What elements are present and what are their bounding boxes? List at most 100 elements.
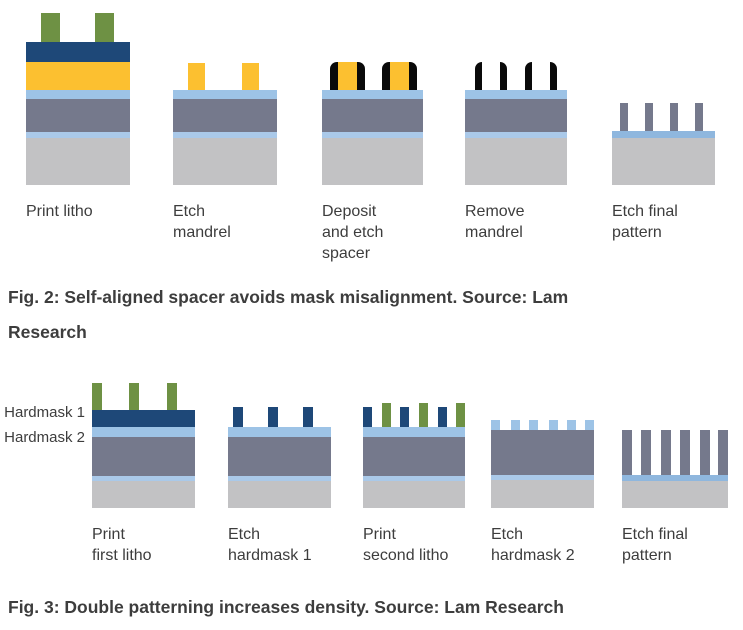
photoresist-pillar	[382, 403, 391, 427]
hardmask2-tooth	[511, 420, 520, 430]
step-label-line: Print litho	[26, 203, 93, 220]
hardmask1-pillar	[303, 407, 313, 427]
pattern-fin	[695, 103, 703, 131]
step-label: Remove mandrel	[465, 201, 567, 243]
stack-remove-mandrel	[465, 62, 567, 185]
hardmask1-layer	[92, 410, 195, 427]
hardmask2-layer	[92, 427, 195, 437]
figure-2-section: Print litho	[0, 12, 743, 350]
stack-etch-final-pattern	[612, 103, 715, 185]
stack-area	[612, 12, 715, 185]
hardmask1-pillars	[228, 407, 331, 427]
hardmask1-pillar	[438, 407, 447, 427]
stack-print-first-litho	[92, 383, 195, 508]
step-label-line: mandrel	[173, 224, 231, 241]
step-label-line: Print	[363, 526, 396, 543]
mandrel-pillar	[188, 63, 205, 90]
stack-deposit-etch-spacer	[322, 62, 423, 185]
step-label: Etch hardmask 1	[228, 524, 331, 566]
hardmask-layer	[26, 42, 130, 62]
substrate-layer	[465, 138, 567, 185]
hardmask2-tooth	[585, 420, 594, 430]
fig3-process-row: Hardmask 1 Hardmask 2	[0, 383, 743, 566]
hardmask1-label: Hardmask 1	[4, 404, 85, 421]
step-label-line: Etch	[228, 526, 261, 543]
spacer-wrapped-mandrels	[322, 62, 423, 90]
stack-area	[491, 383, 594, 508]
photoresist-pillar	[95, 13, 114, 42]
pattern-fin	[700, 430, 710, 475]
step-label-line: Remove	[465, 203, 525, 220]
mandrel-pillar	[338, 62, 357, 90]
pattern-fin	[670, 103, 678, 131]
spacer-left	[330, 62, 338, 90]
hardmask2-tooth	[549, 420, 558, 430]
hardmask2-teeth	[491, 420, 594, 430]
fig3-caption: Fig. 3: Double patterning increases dens…	[8, 597, 564, 617]
etch-stop-layer	[228, 476, 331, 481]
photoresist-pillar	[456, 403, 465, 427]
step-label: Etch final pattern	[622, 524, 728, 566]
target-layer	[173, 99, 277, 132]
etch-stop-layer	[26, 132, 130, 138]
substrate-layer	[622, 481, 728, 508]
final-pattern-fins	[622, 430, 728, 475]
step-label-line: Deposit	[322, 203, 377, 220]
etch-stop-layer	[491, 475, 594, 480]
hardmask1-pillar	[400, 407, 409, 427]
stack-area	[92, 383, 195, 508]
step-label-line: mandrel	[465, 224, 523, 241]
target-layer	[26, 99, 130, 132]
substrate-layer	[322, 138, 423, 185]
step-label-line: first litho	[92, 547, 152, 564]
pattern-fin	[680, 430, 690, 475]
figure-3-section: Hardmask 1 Hardmask 2	[0, 383, 743, 625]
hardmask2-tooth	[529, 420, 538, 430]
thin-film-layer	[26, 90, 130, 99]
photoresist-pillar	[41, 13, 60, 42]
spacer-right	[357, 62, 365, 90]
spacer-pillar	[475, 62, 482, 90]
etch-stop-layer	[612, 131, 715, 138]
substrate-layer	[363, 481, 465, 508]
fig3-step-print-first-litho: Print first litho	[92, 383, 195, 566]
step-label-line: and etch	[322, 224, 384, 241]
stack-print-litho	[26, 13, 130, 185]
step-label: Etch final pattern	[612, 201, 715, 243]
step-label: Etch mandrel	[173, 201, 277, 243]
stack-print-second-litho	[363, 403, 465, 508]
substrate-layer	[26, 138, 130, 185]
spacer-pillars	[465, 62, 567, 90]
step-label: Print second litho	[363, 524, 465, 566]
mandrel-pillar	[242, 63, 259, 90]
step-label-line: pattern	[612, 224, 662, 241]
etch-stop-layer	[322, 132, 423, 138]
step-label: Deposit and etch spacer	[322, 201, 423, 264]
stack-area	[622, 383, 728, 508]
hardmask1-pillar	[363, 407, 372, 427]
substrate-layer	[491, 480, 594, 508]
alternating-pillars	[363, 403, 465, 427]
substrate-layer	[228, 481, 331, 508]
stack-area	[26, 12, 130, 185]
stack-etch-mandrel	[173, 63, 277, 185]
stack-area	[322, 12, 423, 185]
step-label: Print first litho	[92, 524, 195, 566]
target-layer	[363, 437, 465, 476]
stack-etch-final-pattern	[622, 430, 728, 508]
fig2-step-remove-mandrel: Remove mandrel	[465, 12, 567, 243]
spacer-right	[409, 62, 417, 90]
fig3-step-etch-hardmask-2: Etch hardmask 2	[491, 383, 594, 566]
substrate-layer	[173, 138, 277, 185]
step-label-line: Etch	[173, 203, 206, 220]
photoresist-pillar	[92, 383, 102, 410]
step-label-line: hardmask 1	[228, 547, 312, 564]
pattern-fin	[641, 430, 651, 475]
stack-area: Hardmask 1 Hardmask 2	[0, 383, 92, 508]
photoresist-pillar	[419, 403, 428, 427]
target-layer	[92, 437, 195, 476]
fig2-step-print-litho: Print litho	[26, 12, 130, 222]
thin-film-layer	[465, 90, 567, 99]
fig2-caption: Fig. 2: Self-aligned spacer avoids mask …	[8, 287, 569, 342]
